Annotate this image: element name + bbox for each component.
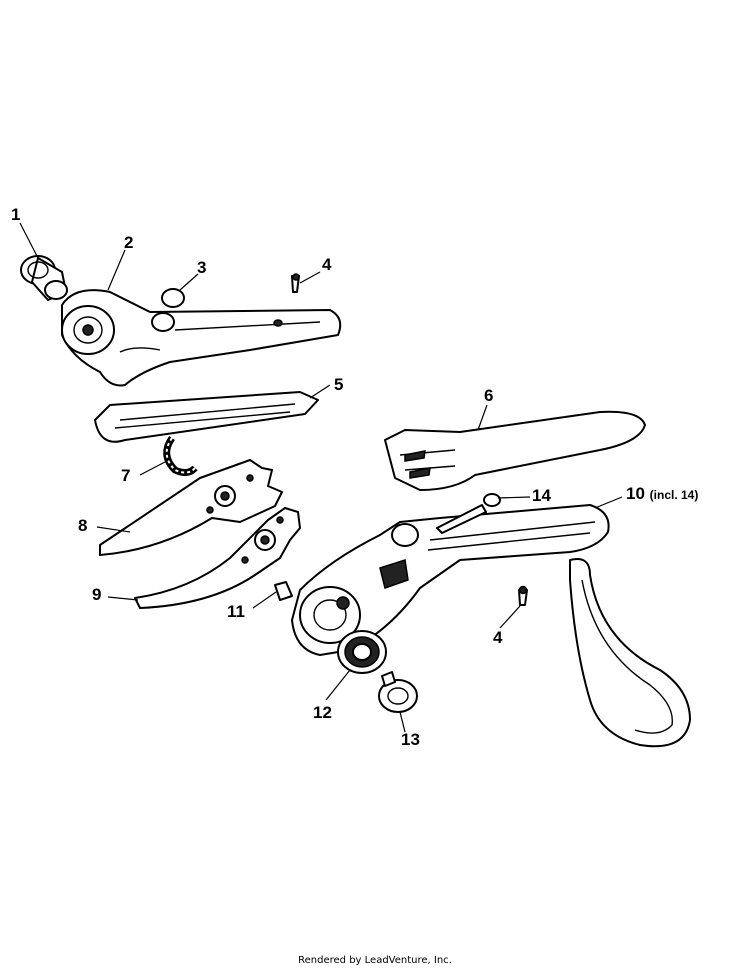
callout-10: 10 (incl. 14) [626,485,698,502]
part-7-spring [163,435,198,477]
part-1-pivot-knob [20,255,68,301]
callout-4-top: 4 [322,255,332,274]
callout-10-number: 10 [626,484,645,503]
part-4-screw-top [291,273,300,293]
callout-14: 14 [532,486,551,505]
leader-lines [19,222,623,733]
callout-8: 8 [78,516,88,535]
part-6-sheath [384,410,646,491]
callout-11: 11 [227,602,245,621]
part-11-bumper [274,581,293,601]
callout-13: 13 [401,730,420,749]
part-10-lower-handle [291,504,691,748]
callout-4-bottom: 4 [493,628,503,647]
callout-5: 5 [334,375,344,394]
part-13-nut [378,671,418,713]
part-3-cap [161,288,185,308]
callout-1: 1 [11,205,21,224]
callout-7: 7 [121,466,131,485]
part-12-bearing [337,630,387,674]
part-4-screw-bottom [518,585,528,606]
callout-3: 3 [197,258,207,277]
part-8-blade [99,459,283,556]
callout-10-note: (incl. 14) [649,488,699,502]
part-9-anvil [134,507,301,609]
part-14-bolt [436,493,501,534]
callout-2: 2 [124,233,134,252]
part-2-upper-handle [61,289,342,387]
callout-6: 6 [484,386,494,405]
callout-9: 9 [92,585,102,604]
part-5-grip-insert [94,391,319,443]
callout-12: 12 [313,703,332,722]
footer-credit: Rendered by LeadVenture, Inc. [298,955,452,966]
